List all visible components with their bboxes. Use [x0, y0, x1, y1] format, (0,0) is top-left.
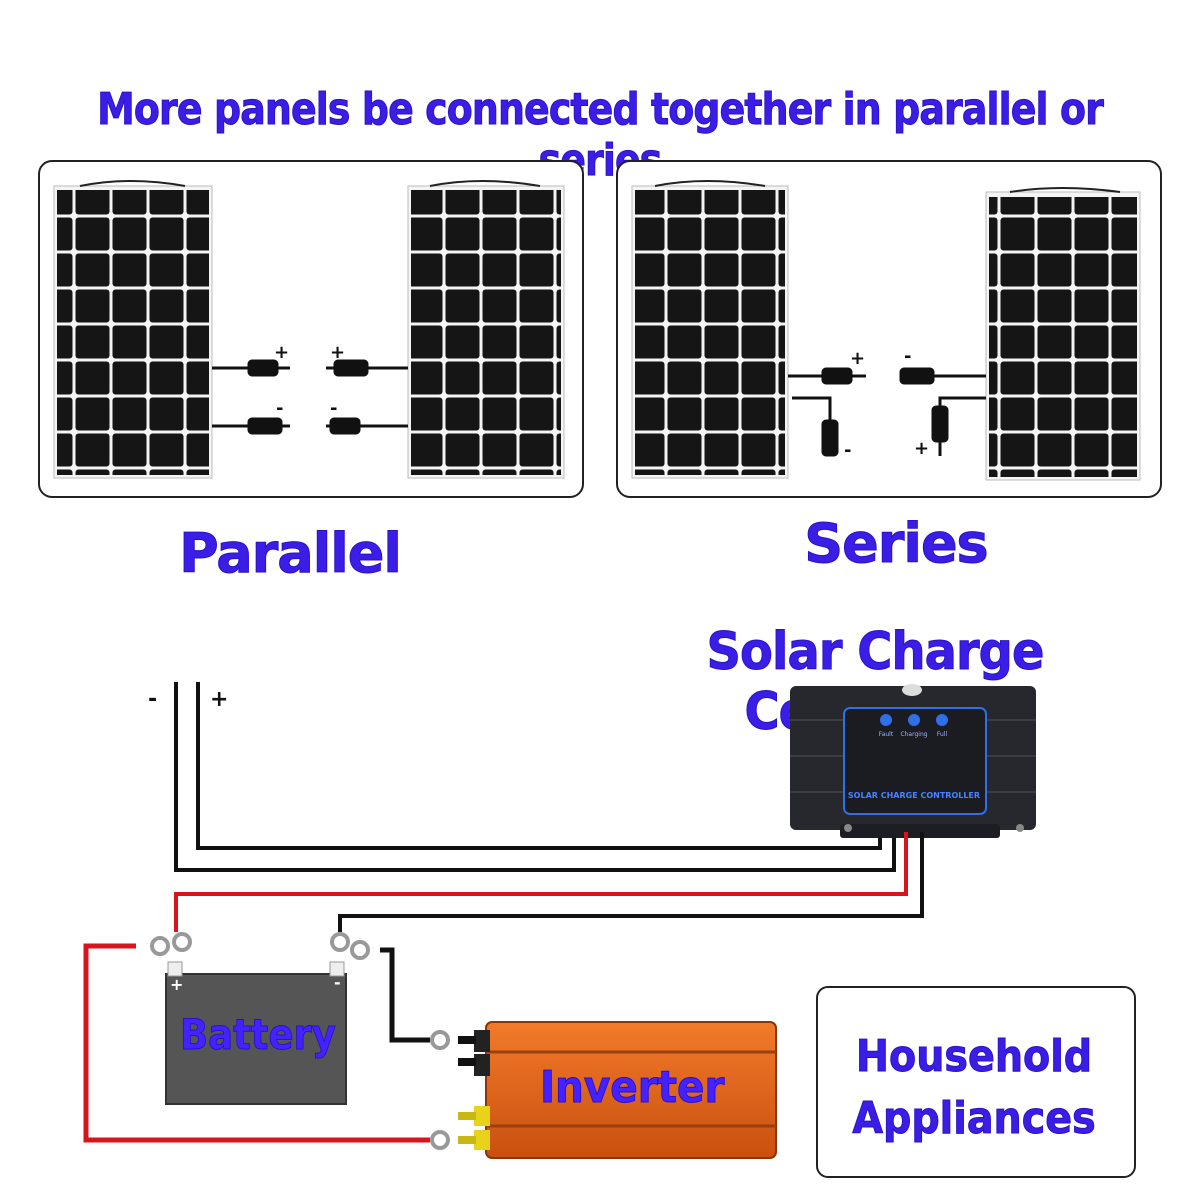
- fault-led-icon: [880, 714, 892, 726]
- household-line1: Household: [855, 1031, 1093, 1083]
- indicator-fault: Fault: [879, 731, 894, 738]
- parallel-title: Parallel: [179, 522, 403, 586]
- series-panel-right: [985, 187, 1141, 481]
- indicator-charging: Charging: [900, 731, 927, 738]
- parallel-plus-left: +: [274, 342, 289, 363]
- series-title: Series: [804, 512, 989, 576]
- inverter: [458, 1021, 777, 1159]
- series-plus-top: +: [850, 348, 865, 369]
- inverter-label: Inverter: [540, 1062, 725, 1114]
- panel-wires: [174, 682, 896, 872]
- wire-minus-label: -: [148, 687, 157, 712]
- parallel-panel-left: [53, 180, 213, 479]
- series-minus-top: -: [904, 346, 911, 367]
- parallel-panel-right: [407, 180, 565, 479]
- household-box: [816, 986, 1136, 1178]
- indicator-full: Full: [937, 731, 948, 738]
- battery-label: Battery: [180, 1010, 337, 1060]
- controller-panel-label: SOLAR CHARGE CONTROLLER: [848, 791, 980, 800]
- parallel-minus-left: -: [276, 398, 283, 419]
- full-led-icon: [936, 714, 948, 726]
- parallel-minus-right: -: [330, 398, 337, 419]
- battery-minus-label: -: [334, 973, 341, 992]
- parallel-plus-right: +: [330, 342, 345, 363]
- battery-plus-label: +: [170, 975, 183, 994]
- parallel-connectors: [212, 359, 408, 435]
- series-connectors: [788, 367, 986, 457]
- series-plus-bottom: +: [914, 438, 929, 459]
- household-line2: Appliances: [852, 1093, 1096, 1145]
- terminal-rings: [150, 932, 450, 1150]
- battery: [83, 943, 430, 1143]
- series-minus-bottom: -: [844, 440, 851, 461]
- charge-controller: [790, 684, 1036, 838]
- series-panel-left: [631, 180, 789, 479]
- household-label: Household Appliances: [832, 1026, 1116, 1150]
- battery-wires: [174, 832, 924, 932]
- charging-led-icon: [908, 714, 920, 726]
- wire-plus-label: +: [210, 687, 228, 712]
